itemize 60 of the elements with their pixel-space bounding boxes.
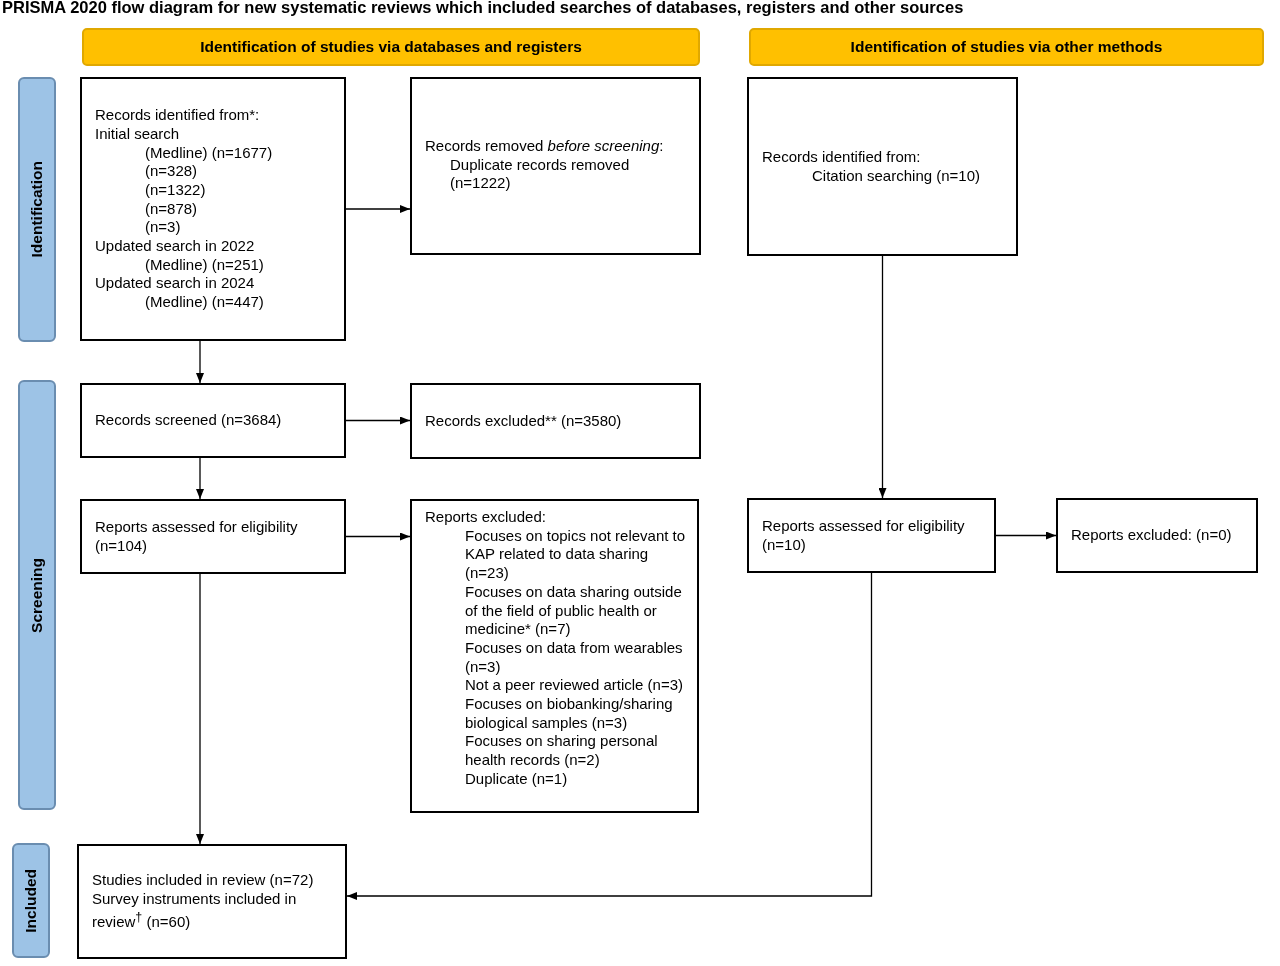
arrow bbox=[345, 532, 411, 541]
arrow bbox=[345, 205, 411, 213]
box-text: Not a peer reviewed article (n=3) bbox=[464, 676, 685, 696]
process-box bbox=[77, 844, 347, 959]
box-text: Survey instruments included in review$^{†}$ (n=60) bbox=[92, 889, 298, 933]
header-text: Identification of studies via databases and registers bbox=[200, 38, 582, 56]
process-box bbox=[1056, 498, 1258, 573]
box-text: Focuses on biobanking/sharing biological samples (n=3) bbox=[464, 695, 674, 733]
stage-text: Included bbox=[22, 868, 40, 933]
phase-header bbox=[749, 28, 1264, 66]
box-text: Records excluded** (n=3580) bbox=[425, 411, 623, 431]
arrow bbox=[346, 572, 873, 900]
box-text: Records removed before screening: bbox=[425, 137, 665, 156]
stage-label bbox=[12, 843, 50, 958]
box-text: (n=1322) bbox=[144, 180, 207, 200]
process-box bbox=[747, 498, 996, 573]
stage-label bbox=[18, 380, 56, 810]
process-box bbox=[410, 77, 701, 255]
stage-label bbox=[18, 77, 56, 342]
box-text: (Medline) (n=1677) bbox=[144, 143, 274, 163]
box-text: Updated search in 2022 bbox=[95, 237, 256, 256]
arrow bbox=[196, 457, 204, 500]
diagram-title: PRISMA 2020 flow diagram for new systematic reviews which included searches of databases, registers and other sources bbox=[2, 0, 964, 17]
phase-header bbox=[82, 28, 700, 66]
arrow bbox=[345, 416, 411, 425]
box-text: Reports excluded: bbox=[425, 508, 547, 527]
process-box bbox=[80, 499, 346, 574]
box-text: Duplicate (n=1) bbox=[464, 769, 569, 789]
box-text: Studies included in review (n=72) bbox=[92, 870, 315, 890]
box-text: Focuses on sharing personal health records (n=2) bbox=[464, 732, 659, 770]
stage-text: Identification bbox=[28, 161, 46, 258]
box-text: Focuses on data sharing outside of the field of public health or medicine* (n=7) bbox=[464, 582, 683, 639]
stage-text: Screening bbox=[28, 557, 46, 633]
box-text: Reports assessed for eligibility (n=10) bbox=[762, 516, 966, 555]
box-text: Updated search in 2024 bbox=[95, 274, 256, 294]
process-box bbox=[410, 383, 701, 459]
arrow bbox=[196, 573, 204, 845]
arrow bbox=[995, 531, 1057, 540]
exclusion-box bbox=[410, 499, 699, 813]
process-box bbox=[80, 77, 346, 341]
box-text: (n=878) bbox=[144, 199, 199, 219]
box-text: Records identified from*: bbox=[95, 106, 261, 125]
box-text: Focuses on data from wearables (n=3) bbox=[464, 638, 684, 677]
box-text: (n=328) bbox=[144, 162, 199, 181]
header-text: Identification of studies via other methods bbox=[850, 38, 1163, 56]
box-text: Records screened (n=3684) bbox=[95, 411, 283, 430]
box-text: Duplicate records removed (n=1222) bbox=[449, 155, 631, 194]
box-text: Reports excluded: (n=0) bbox=[1071, 526, 1233, 545]
box-text: (Medline) (n=447) bbox=[144, 293, 265, 312]
box-text: Citation searching (n=10) bbox=[811, 166, 981, 186]
box-text: Focuses on topics not relevant to KAP related to data sharing (n=23) bbox=[464, 526, 687, 583]
arrow bbox=[878, 255, 887, 499]
process-box bbox=[80, 383, 346, 458]
box-text: Records identified from: bbox=[762, 147, 922, 167]
box-text: Initial search bbox=[95, 124, 181, 144]
process-box bbox=[747, 77, 1018, 256]
box-text: Reports assessed for eligibility (n=104) bbox=[95, 517, 299, 556]
box-text: (n=3) bbox=[144, 218, 182, 238]
box-text: (Medline) (n=251) bbox=[144, 255, 265, 275]
arrow bbox=[196, 340, 204, 384]
